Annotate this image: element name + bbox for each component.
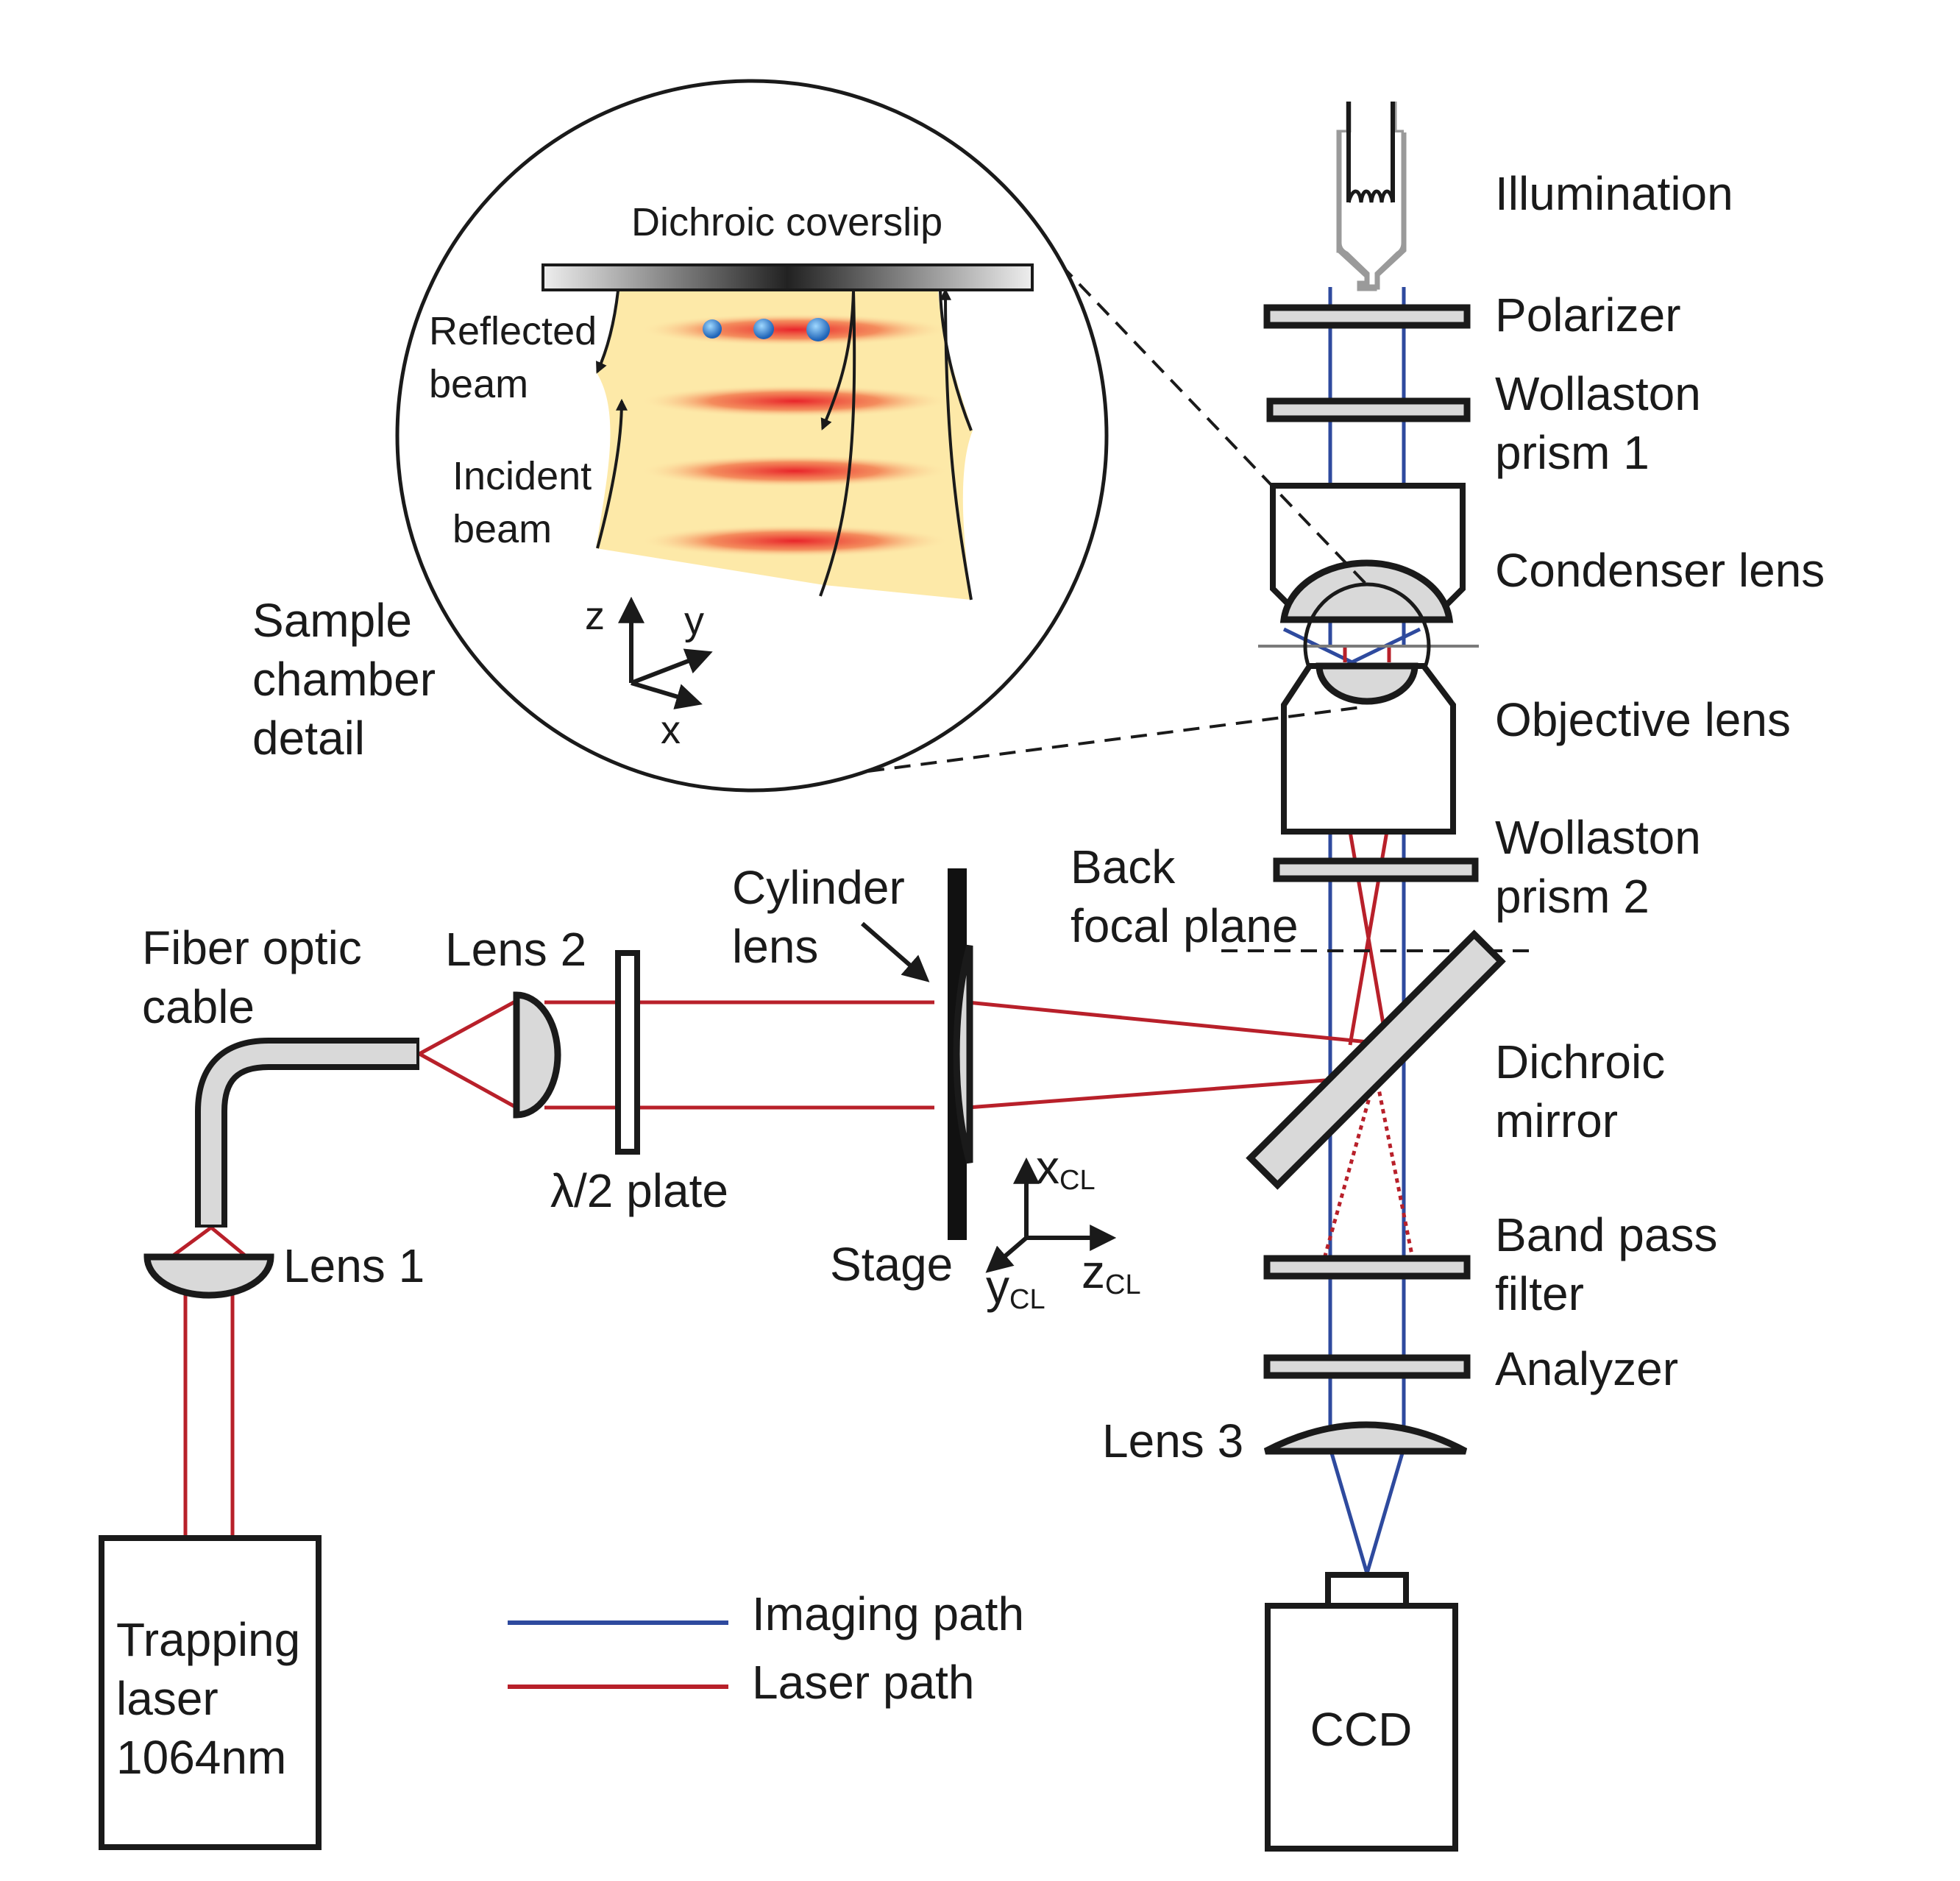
sample-label-line1: Sample [252,594,412,647]
ccd-window [1325,1572,1409,1609]
cl-x-label: x [1036,1141,1059,1194]
zoom-leader-top [1059,263,1368,587]
cylinder-label-line1: Cylinder [732,861,905,914]
cl-z-sub: CL [1105,1269,1141,1300]
band-pass-filter [1263,1255,1471,1280]
cylinder-lens [953,944,973,1164]
wollaston1-label-line1: Wollaston [1495,367,1701,420]
imaging-path [1282,287,1421,1574]
beam-envelope [596,288,973,600]
polarizer-label: Polarizer [1495,288,1681,341]
legend: Imaging path Laser path [508,1587,1024,1709]
wollaston2-label-line1: Wollaston [1495,811,1701,864]
sample-label-line3: detail [252,712,365,765]
dichroic-mirror [1246,929,1506,1190]
lens-2 [513,991,561,1119]
svg-text:xCL: xCL [1036,1141,1096,1196]
analyzer-label: Analyzer [1495,1342,1678,1395]
dichroic-coverslip [542,263,1034,291]
trap-spot-2 [640,385,949,417]
objective-label: Objective lens [1495,693,1791,746]
svg-text:yCL: yCL [986,1260,1045,1315]
cylinder-label-line2: lens [732,920,818,973]
legend-imaging-label: Imaging path [752,1587,1024,1640]
laser-label-line1: Trapping [116,1613,300,1666]
analyzer [1263,1354,1471,1379]
inset-y-label: y [684,599,704,643]
laser-label-line2: laser [116,1672,219,1725]
lens-1 [143,1253,274,1299]
inset-y-axis [630,648,713,685]
reflected-ray-left [596,290,619,374]
stage-label: Stage [830,1238,953,1291]
half-wave-plate [615,950,640,1155]
inset-reflected-label-line2: beam [429,362,528,406]
bead-2 [753,319,774,339]
trap-spot-1 [640,314,949,346]
dichroic-label-line1: Dichroic [1495,1035,1665,1088]
cylinder-lens-pointer [861,921,930,982]
wollaston2-label-line2: prism 2 [1495,870,1650,923]
inset-coverslip-label: Dichroic coverslip [631,200,942,244]
condenser-lens [1270,483,1466,623]
fiber-optic-cable [195,1038,419,1228]
svg-text:zCL: zCL [1082,1245,1141,1300]
wollaston-prism-2 [1273,857,1479,882]
inset-x-axis [631,681,703,709]
inset-incident-label-line1: Incident [452,454,592,498]
laser-path [168,648,1415,1538]
ray-center [819,290,856,597]
inset-z-label: z [585,594,605,638]
cl-x-sub: CL [1059,1165,1096,1196]
lens2-label: Lens 2 [445,923,586,976]
lens1-label: Lens 1 [283,1239,425,1292]
dichroic-label-line2: mirror [1495,1094,1618,1147]
illumination-label: Illumination [1495,167,1733,220]
bandpass-label-line1: Band pass [1495,1208,1717,1261]
ccd-camera [1265,1603,1458,1852]
ray-right-reflect [939,290,973,431]
legend-laser-label: Laser path [752,1656,974,1709]
wollaston1-label-line2: prism 1 [1495,426,1650,479]
bead-1 [703,319,722,339]
ray-right-incident [940,288,973,601]
laser-label-line3: 1064nm [116,1731,286,1784]
wollaston-prism-1 [1266,397,1471,422]
lamp-icon [1336,102,1407,291]
cl-y-label: y [986,1260,1009,1313]
lens-3 [1263,1421,1468,1455]
polarizer [1263,304,1471,329]
trapping-laser [99,1535,322,1850]
condenser-label: Condenser lens [1495,544,1825,597]
trap-spot-4 [640,525,949,557]
back-focal-label-line1: Back [1070,840,1176,893]
bead-3 [806,318,830,341]
inset-incident-label-line2: beam [452,507,552,551]
objective-lens [1281,662,1456,835]
zoom-leader-bottom [867,705,1368,773]
sample-label-line2: chamber [252,653,436,706]
halfwave-label: λ/2 plate [550,1164,728,1217]
ray-center-reflect [820,290,855,431]
fiber-label-line1: Fiber optic [142,921,362,974]
cl-axes: xCL zCL yCL [985,1141,1141,1315]
trap-spot-3 [640,455,949,487]
back-focal-label-line2: focal plane [1070,899,1299,952]
fiber-label-line2: cable [142,980,255,1033]
lens3-label: Lens 3 [1102,1414,1243,1467]
incident-ray-left [596,398,628,549]
inset-x-label: x [661,708,681,752]
cl-z-label: z [1082,1245,1105,1298]
bandpass-label-line2: filter [1495,1267,1584,1320]
cl-y-sub: CL [1009,1284,1045,1315]
inset-reflected-label-line1: Reflected [429,309,597,353]
sample-chamber-inset: Dichroic coverslip Reflected beam Incide… [395,79,1109,793]
ccd-label: CCD [1310,1703,1413,1756]
